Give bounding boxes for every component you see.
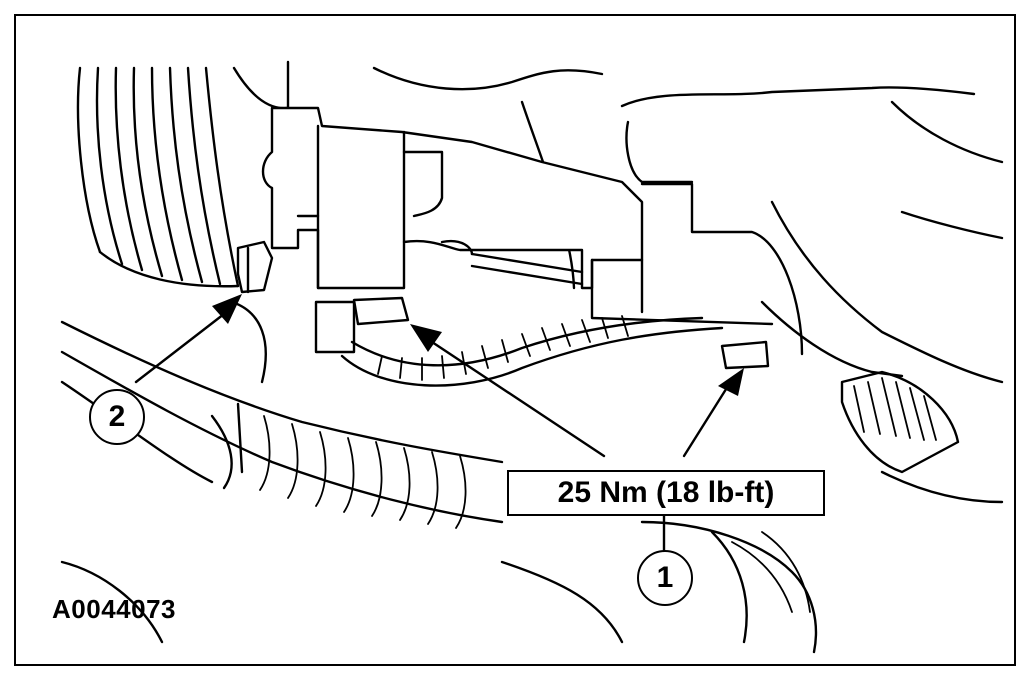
leader-lines (134, 294, 744, 552)
torque-spec-label: 25 Nm (18 lb-ft) (507, 470, 825, 516)
bracket (261, 106, 774, 326)
arrowhead-2 (212, 294, 242, 324)
hoses (60, 300, 1004, 654)
engine-illustration (60, 60, 1004, 654)
leader-line-1b (682, 384, 730, 458)
arrowhead-1b (718, 368, 744, 396)
leader-line-2 (134, 312, 226, 384)
leader-line-1a (430, 340, 606, 458)
figure-frame: 25 Nm (18 lb-ft) 2 1 A0044073 (14, 14, 1016, 666)
figure-id-label: A0044073 (52, 594, 176, 624)
arrowhead-1a (410, 324, 442, 352)
callout-2: 2 (89, 389, 145, 445)
bolts (236, 240, 770, 370)
callout-1: 1 (637, 550, 693, 606)
pulley (76, 66, 240, 288)
